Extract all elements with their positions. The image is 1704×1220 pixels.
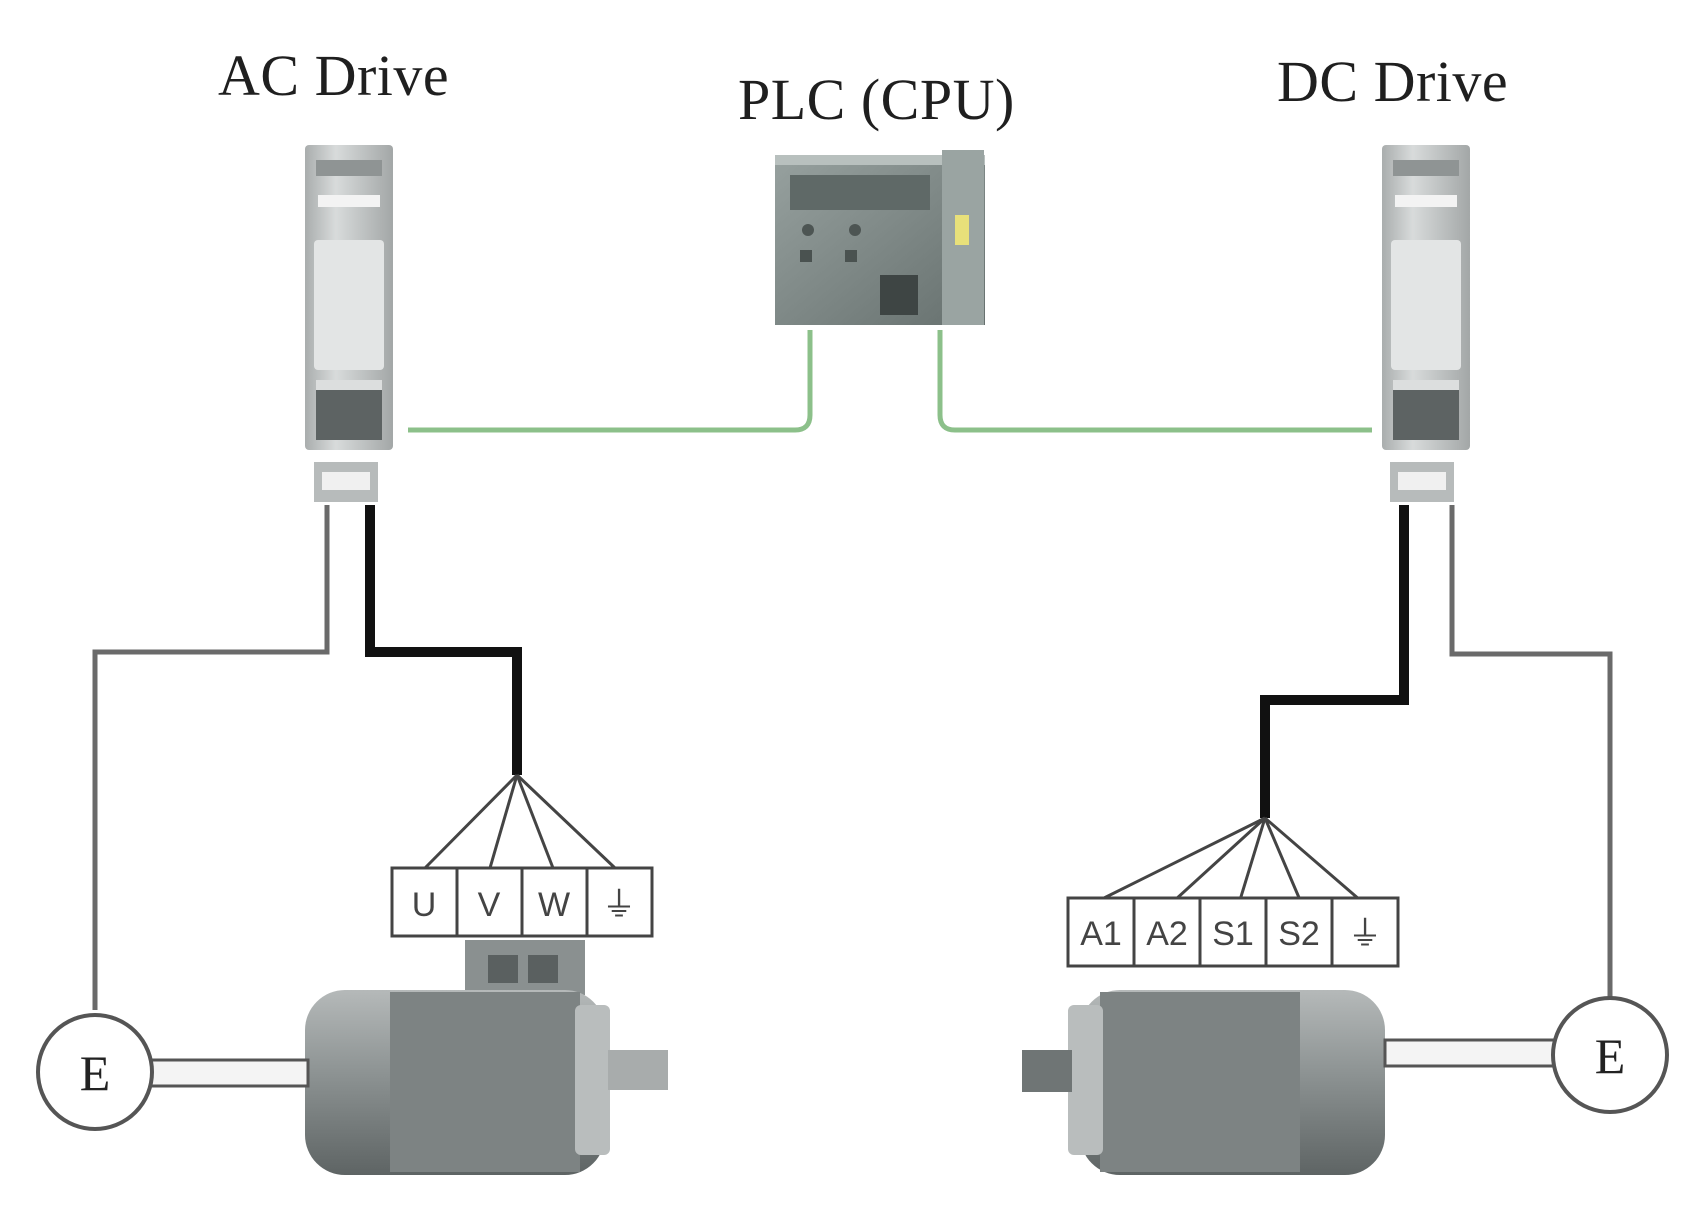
dc-feedback-cable <box>1449 505 1613 1010</box>
dc-drive-title: DC Drive <box>1277 49 1509 114</box>
ac-terminal-u: U <box>412 886 437 924</box>
ac-terminal-block: U V W ⏚ <box>390 866 654 938</box>
dc-power-cable <box>1260 505 1409 818</box>
dc-terminal-fanout <box>1099 816 1361 902</box>
dc-drive-unit <box>1382 145 1470 502</box>
dc-encoder-label: E <box>1595 1028 1626 1084</box>
ac-encoder: E <box>36 1013 154 1131</box>
ac-power-cable <box>365 505 522 775</box>
network-link-dc <box>937 330 1372 433</box>
ac-encoder-label: E <box>80 1045 111 1101</box>
network-link-ac <box>408 330 813 433</box>
ac-drive-unit <box>305 145 393 502</box>
dc-motor <box>1022 990 1557 1175</box>
dc-terminal-s1: S1 <box>1212 915 1254 953</box>
plc-title: PLC (CPU) <box>738 67 1015 132</box>
dc-terminal-a1: A1 <box>1080 915 1122 953</box>
dc-encoder: E <box>1551 996 1669 1114</box>
plc-cpu-module <box>775 150 985 325</box>
ac-terminal-fanout <box>423 773 617 870</box>
dc-terminal-ground: ⏚ <box>1348 915 1382 953</box>
ac-terminal-w: W <box>538 886 570 924</box>
dc-terminal-s2: S2 <box>1278 915 1320 953</box>
dc-terminal-a2: A2 <box>1146 915 1188 953</box>
ac-terminal-ground: ⏚ <box>602 886 636 924</box>
dc-terminal-block: A1 A2 S1 S2 ⏚ <box>1066 896 1400 968</box>
ac-feedback-cable <box>92 505 330 1010</box>
ac-terminal-v: V <box>478 886 501 924</box>
ac-drive-title: AC Drive <box>218 43 450 108</box>
ac-motor <box>148 940 668 1175</box>
